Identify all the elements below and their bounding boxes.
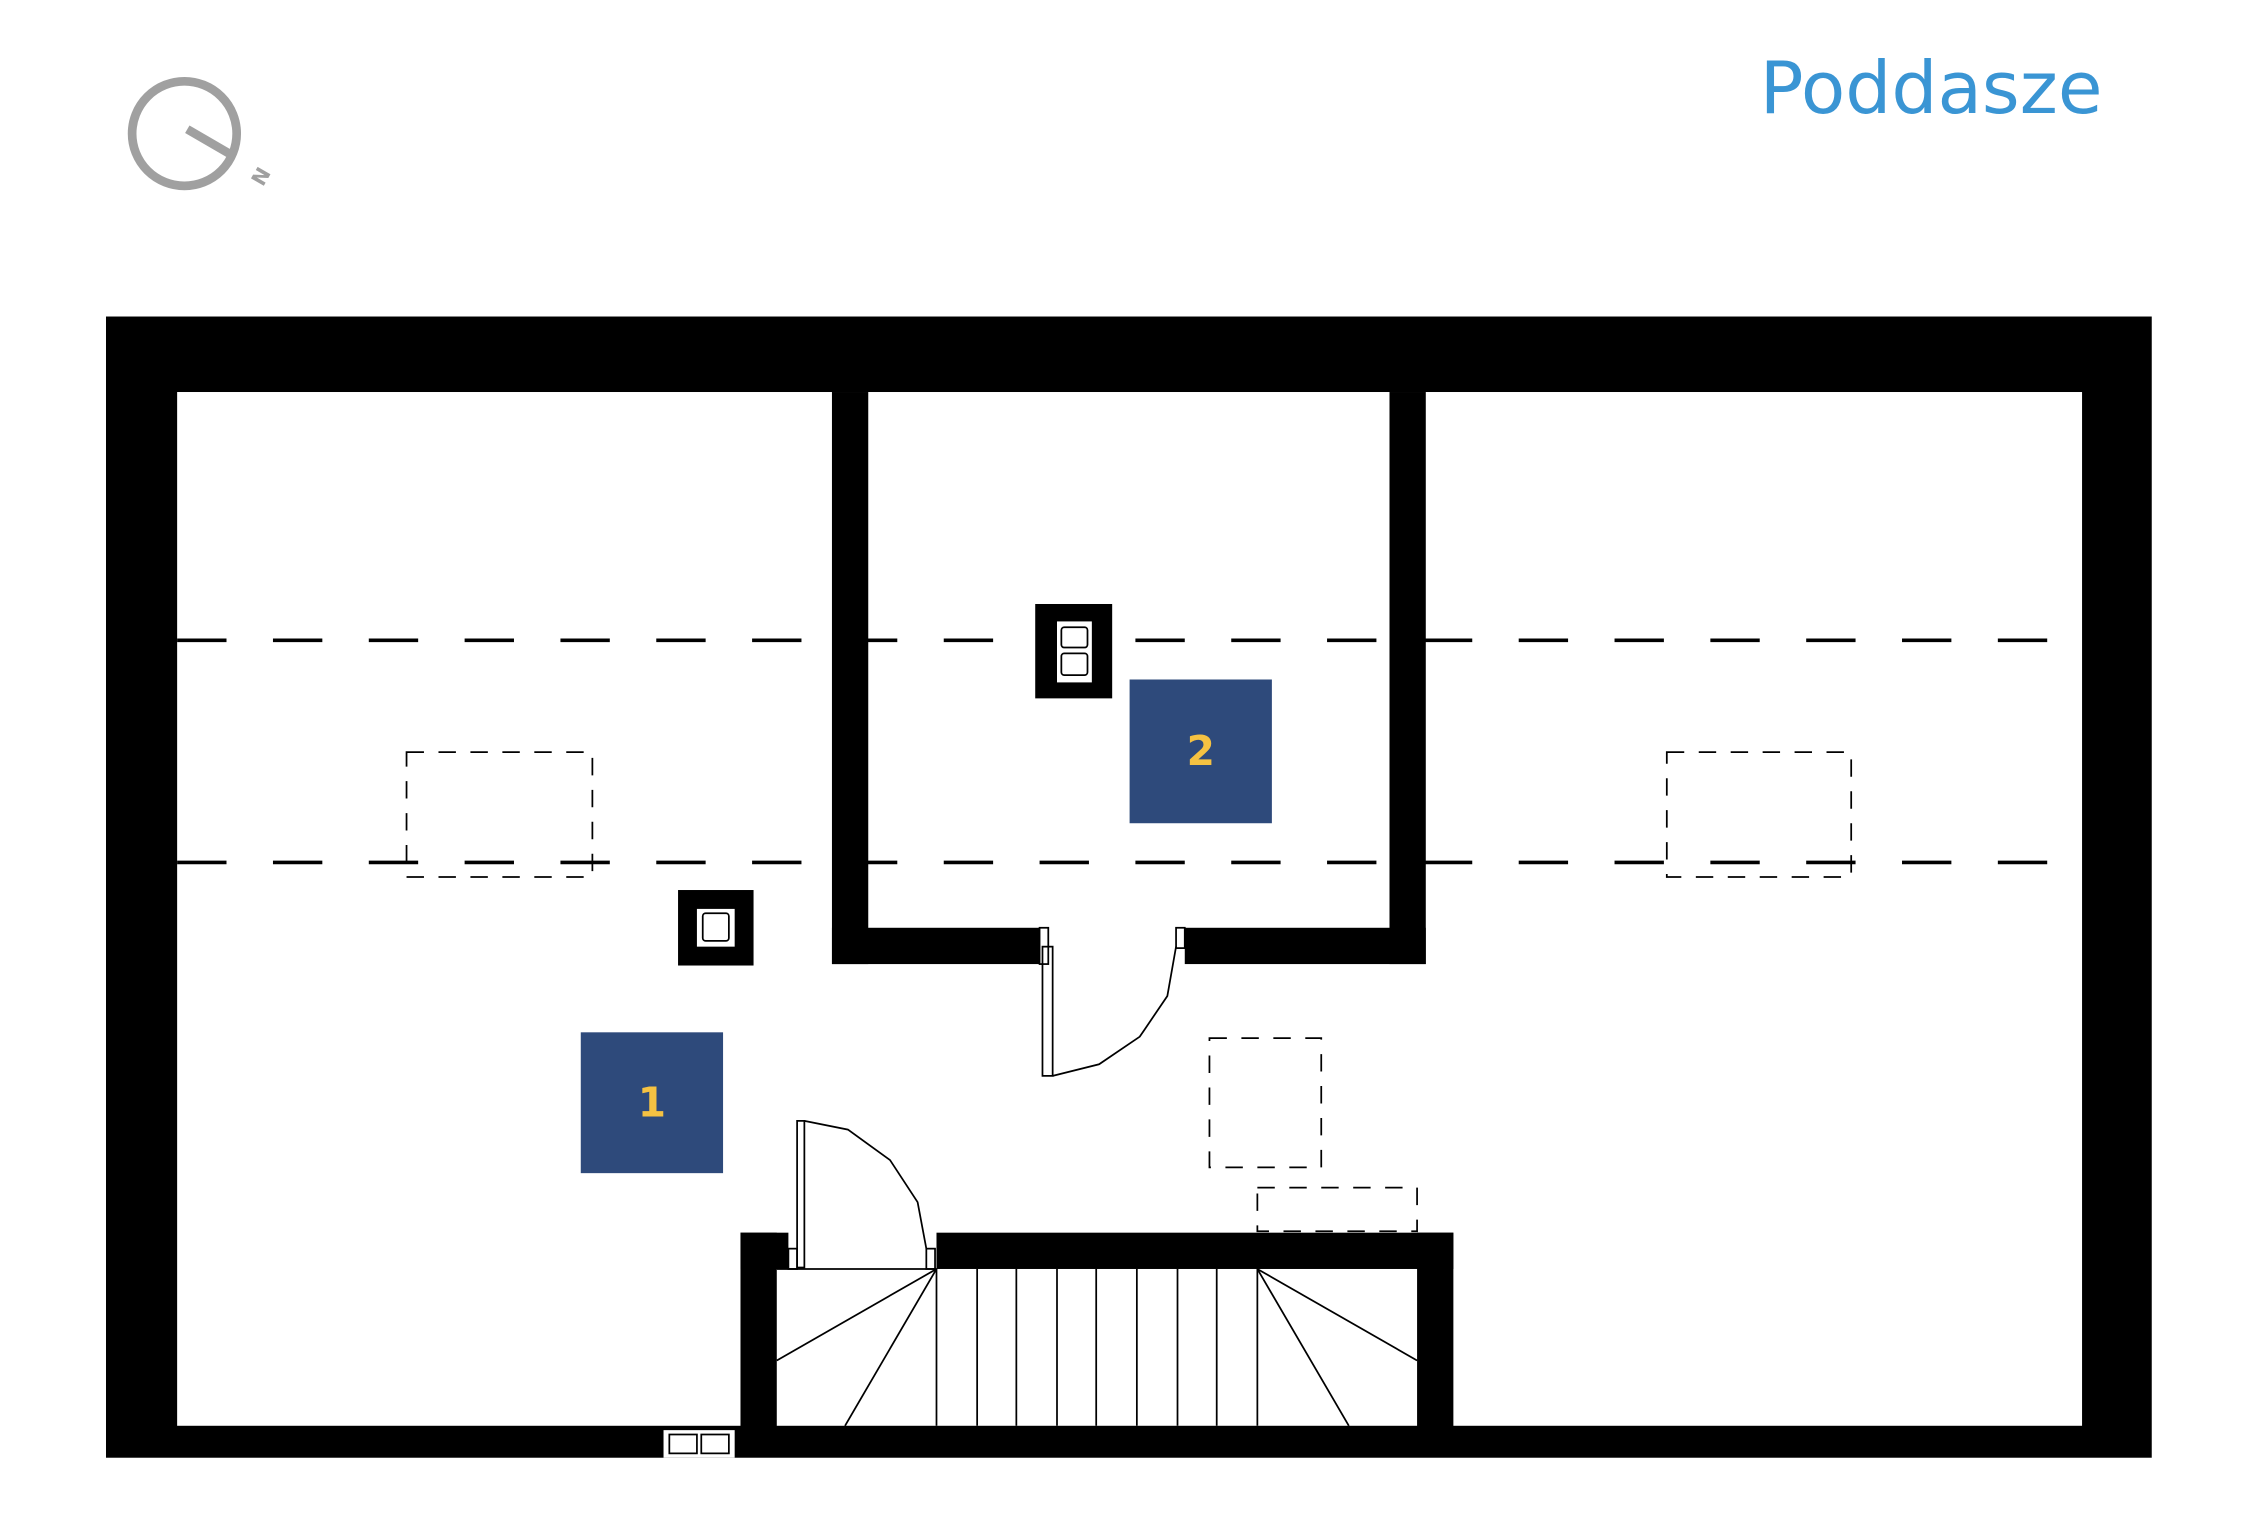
skylights <box>405 751 1853 1233</box>
window-icon <box>663 1430 735 1458</box>
chimney-icon <box>1035 603 1113 699</box>
room-badge-1[interactable]: 1 <box>580 1032 724 1174</box>
interior-walls <box>831 392 1426 965</box>
chimney-icon <box>678 890 754 966</box>
door-room-2 <box>1041 945 1177 1077</box>
compass-north-label: N <box>246 163 275 190</box>
staircase <box>740 1232 1454 1436</box>
compass-icon: N <box>127 76 276 191</box>
floor-title: Poddasze <box>1760 47 2103 131</box>
room-badge-2[interactable]: 2 <box>1129 679 1272 824</box>
roof-slope-lines <box>177 638 2062 865</box>
room-label-1: 1 <box>638 1079 666 1127</box>
door-stairs <box>787 1120 936 1270</box>
outer-walls <box>105 316 2152 1458</box>
room-label-2: 2 <box>1187 727 1215 775</box>
